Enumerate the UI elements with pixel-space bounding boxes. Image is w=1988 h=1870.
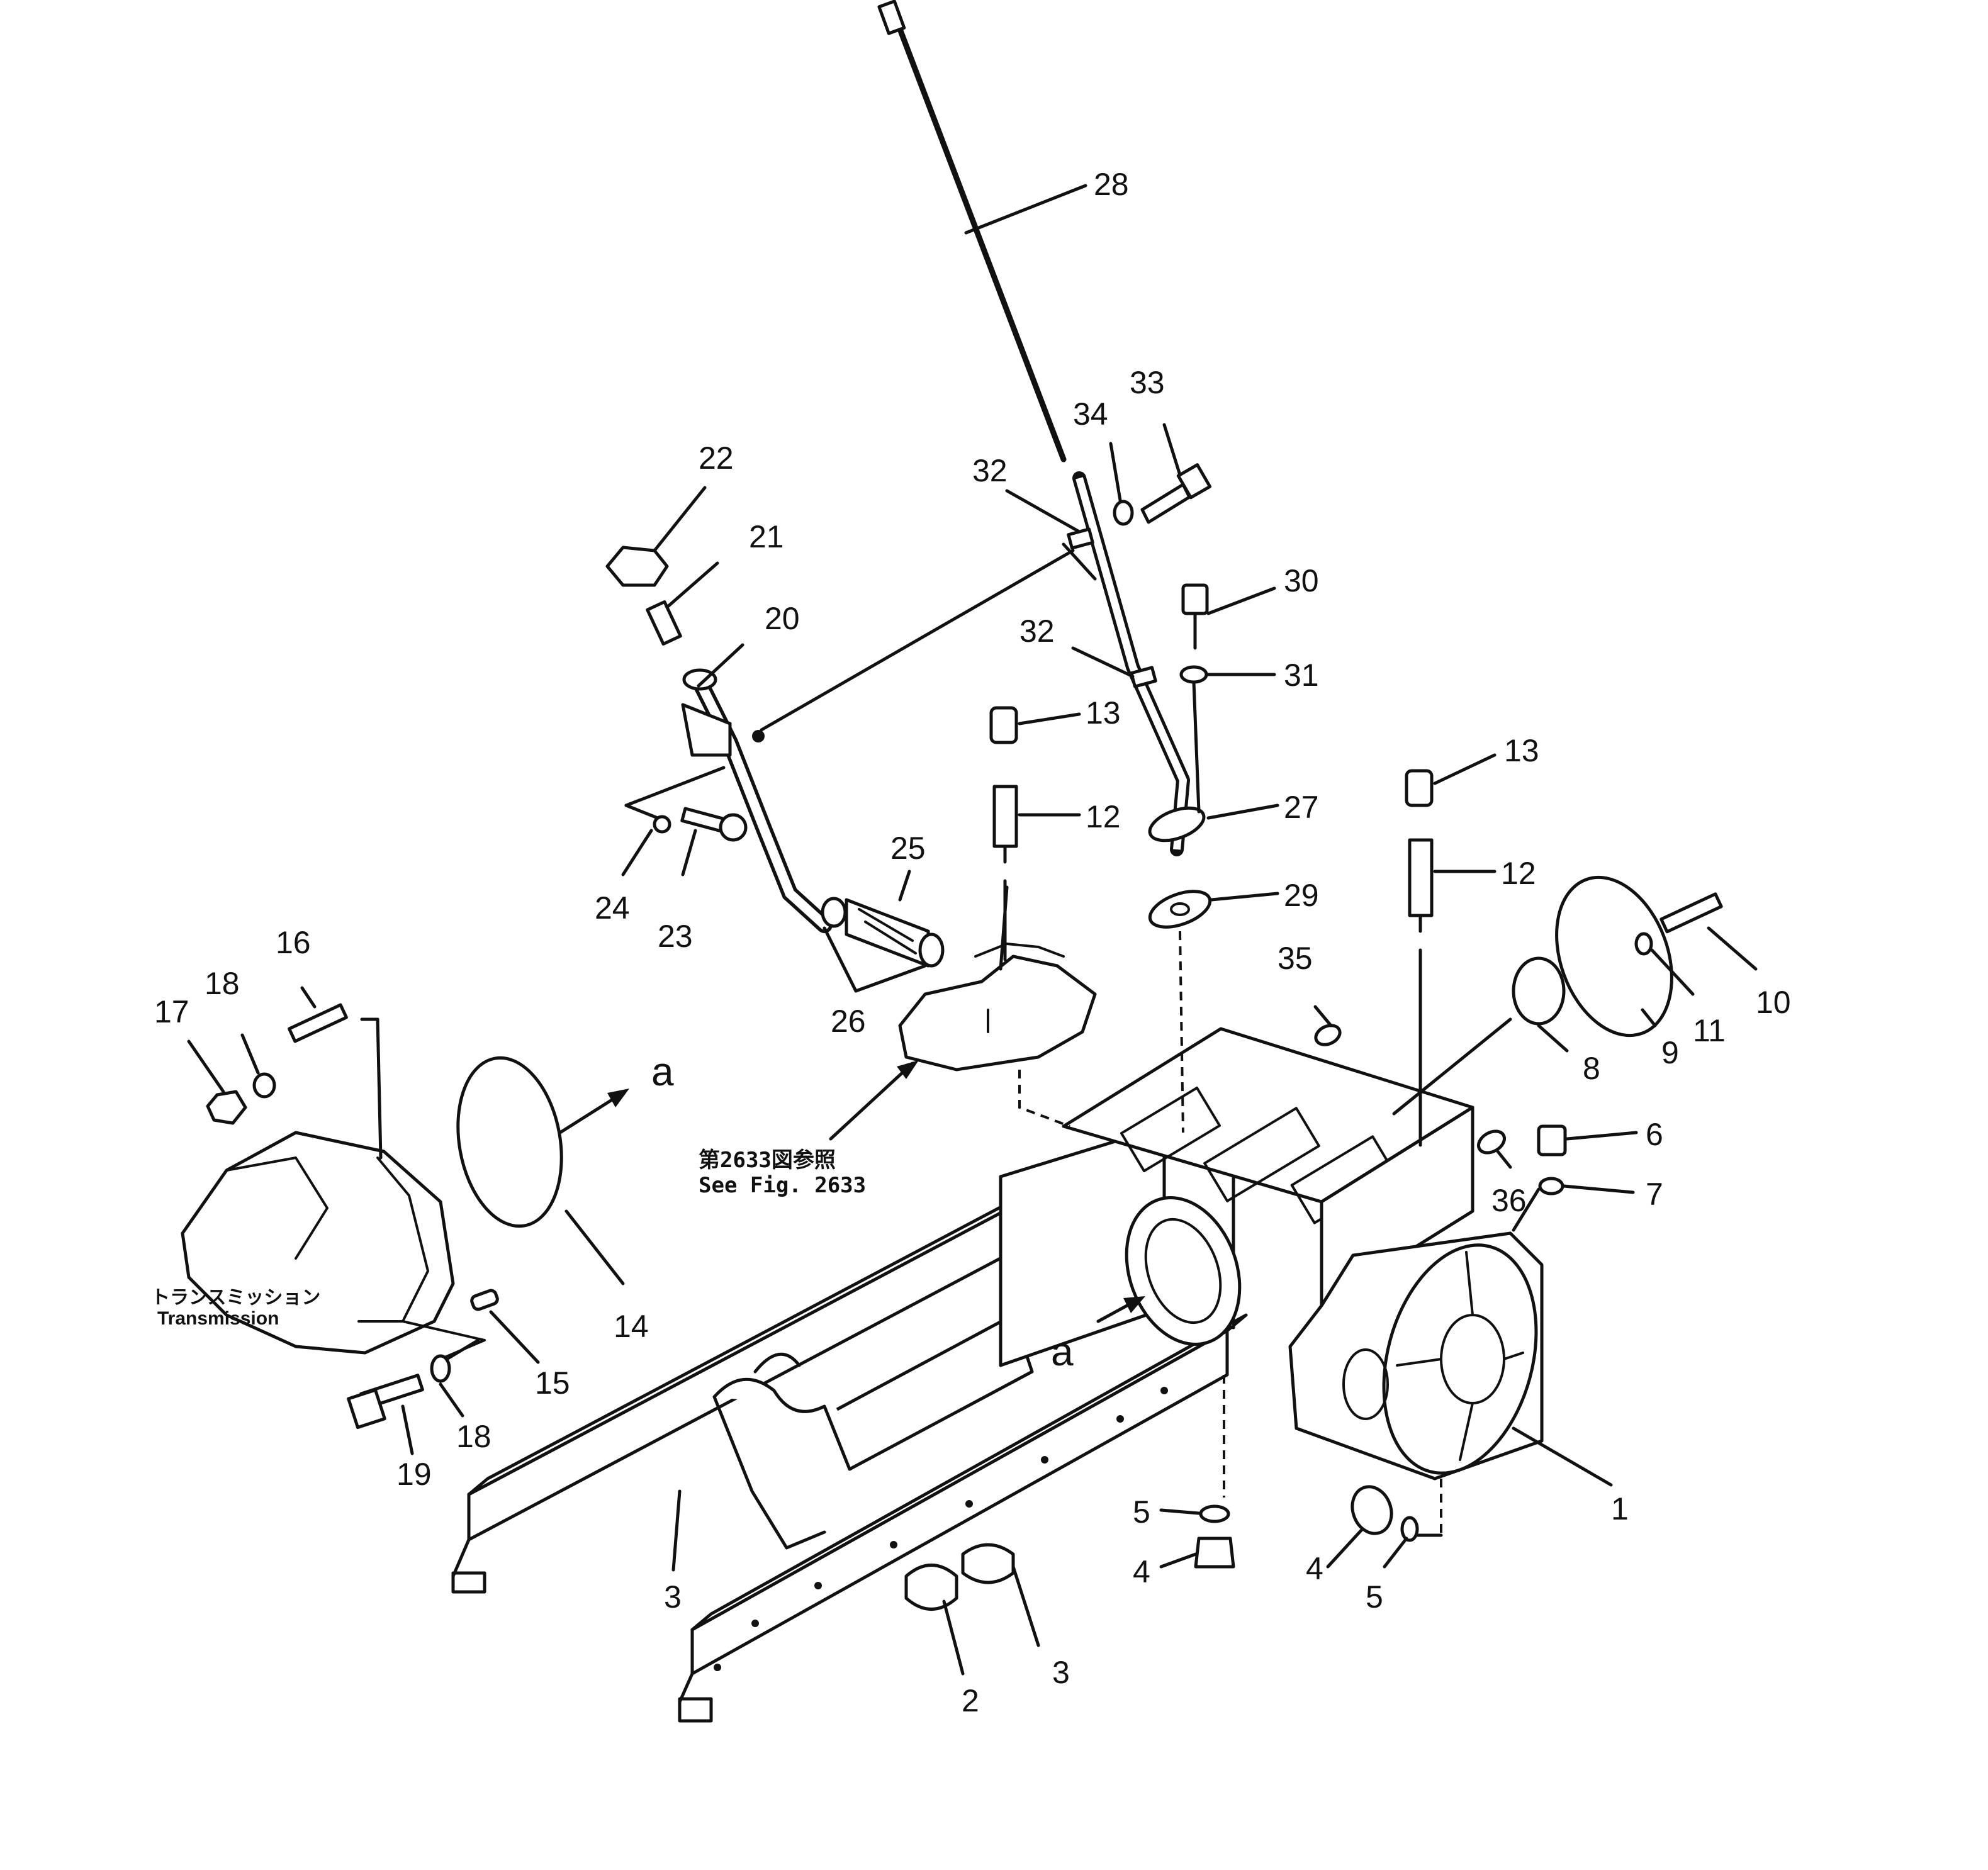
callout-1: 1: [1611, 1491, 1629, 1526]
callout-28: 28: [1094, 167, 1129, 202]
callout-20: 20: [765, 601, 800, 636]
callout-14: 14: [614, 1309, 649, 1344]
callout-22: 22: [699, 440, 734, 476]
leader-lines: [187, 184, 1758, 1676]
callout-11: 11: [1693, 1013, 1726, 1048]
plug-6: [1537, 1124, 1567, 1156]
callout-4b: 4: [1306, 1551, 1323, 1586]
callout-29: 29: [1284, 878, 1319, 913]
callout-24: 24: [595, 890, 630, 926]
reference-note-en: See Fig. 2633: [699, 1173, 866, 1198]
callout-4a: 4: [1133, 1554, 1150, 1589]
callout-30: 30: [1284, 563, 1319, 598]
dipstick-gauge: [877, 0, 1067, 462]
plug-13-left: [989, 706, 1018, 744]
breather-cap: [605, 546, 669, 587]
plug-35: [1314, 1024, 1342, 1046]
callout-8: 8: [1583, 1051, 1600, 1086]
callout-34: 34: [1073, 396, 1108, 432]
callout-3a: 3: [664, 1579, 682, 1615]
callout-18b: 18: [456, 1419, 491, 1454]
washer-11: [1634, 932, 1653, 956]
callout-19: 19: [396, 1457, 432, 1492]
callout-15: 15: [535, 1365, 570, 1401]
callout-36: 36: [1491, 1183, 1527, 1218]
callout-35: 35: [1278, 941, 1313, 976]
level-pipe: [1067, 471, 1212, 929]
callout-32a: 32: [972, 453, 1008, 488]
callout-31: 31: [1284, 658, 1319, 693]
bolt-30: [1181, 583, 1209, 615]
washer-18-bottom: [430, 1354, 451, 1383]
o-ring-8: [1512, 956, 1566, 1026]
plug-36: [1477, 1129, 1506, 1155]
callout-labels: 1 2 3 3 4 4 5 5 6 7 8 9 10 11 12 12 13 1…: [154, 167, 1791, 1718]
nut-17: [206, 1090, 247, 1125]
washer-5-left: [1199, 1504, 1230, 1523]
callout-3b: 3: [1052, 1655, 1070, 1690]
stud-16: [288, 1003, 348, 1043]
rivet-holes: [714, 1387, 1168, 1671]
callout-12a: 12: [1086, 799, 1121, 834]
callout-23: 23: [658, 919, 693, 954]
callout-16: 16: [276, 925, 311, 960]
bolt-10: [1659, 892, 1723, 934]
o-ring-14: [456, 1056, 563, 1228]
strainer-case: [898, 943, 1097, 1128]
dowel-15: [470, 1289, 499, 1311]
callout-32b: 32: [1019, 613, 1055, 649]
callout-26: 26: [831, 1004, 866, 1039]
reference-note-jp: 第2633図参照: [699, 1148, 836, 1173]
callout-13a: 13: [1086, 695, 1121, 731]
view-marker-a-top: a: [651, 1049, 674, 1094]
plug-13-right: [1405, 769, 1434, 807]
cover-9: [1555, 875, 1673, 1038]
callout-13b: 13: [1504, 733, 1539, 768]
drain-plug-4-left: [1194, 1537, 1235, 1569]
hose: [821, 897, 945, 968]
callout-7: 7: [1646, 1177, 1663, 1212]
callout-27: 27: [1284, 790, 1319, 825]
callout-17: 17: [154, 994, 189, 1029]
washer-18-top: [252, 1072, 276, 1099]
small-parts: [206, 463, 1723, 1569]
callout-18a: 18: [205, 966, 240, 1001]
callout-5a: 5: [1133, 1494, 1150, 1530]
spacer-12-right: [1408, 838, 1434, 917]
washer-34: [1113, 500, 1134, 526]
washer-5-right: [1400, 1516, 1419, 1542]
element: [646, 600, 682, 646]
callout-12b: 12: [1501, 856, 1536, 891]
washer-31: [1179, 665, 1208, 684]
callout-6: 6: [1646, 1117, 1663, 1152]
o-ring-7: [1538, 1177, 1564, 1195]
washer-24: [653, 815, 671, 834]
main-frame: [451, 1027, 1544, 1723]
view-marker-a-bottom: a: [1051, 1329, 1074, 1374]
transmission-label-jp: トランスミッション: [151, 1287, 320, 1308]
callout-9: 9: [1661, 1035, 1679, 1070]
transmission-housing: トランスミッション Transmission: [151, 1131, 486, 1360]
callout-5b: 5: [1366, 1579, 1383, 1615]
callout-33: 33: [1130, 365, 1165, 400]
callout-25: 25: [890, 831, 926, 866]
spacer-12-left: [992, 785, 1018, 848]
callout-21: 21: [749, 519, 784, 554]
transmission-label-en: Transmission: [157, 1308, 279, 1329]
drain-plug-4-right: [1351, 1485, 1393, 1535]
callout-10: 10: [1756, 985, 1791, 1020]
callout-2: 2: [962, 1683, 979, 1718]
filler-pipe: [681, 668, 833, 933]
bolt-33: [1140, 483, 1191, 524]
